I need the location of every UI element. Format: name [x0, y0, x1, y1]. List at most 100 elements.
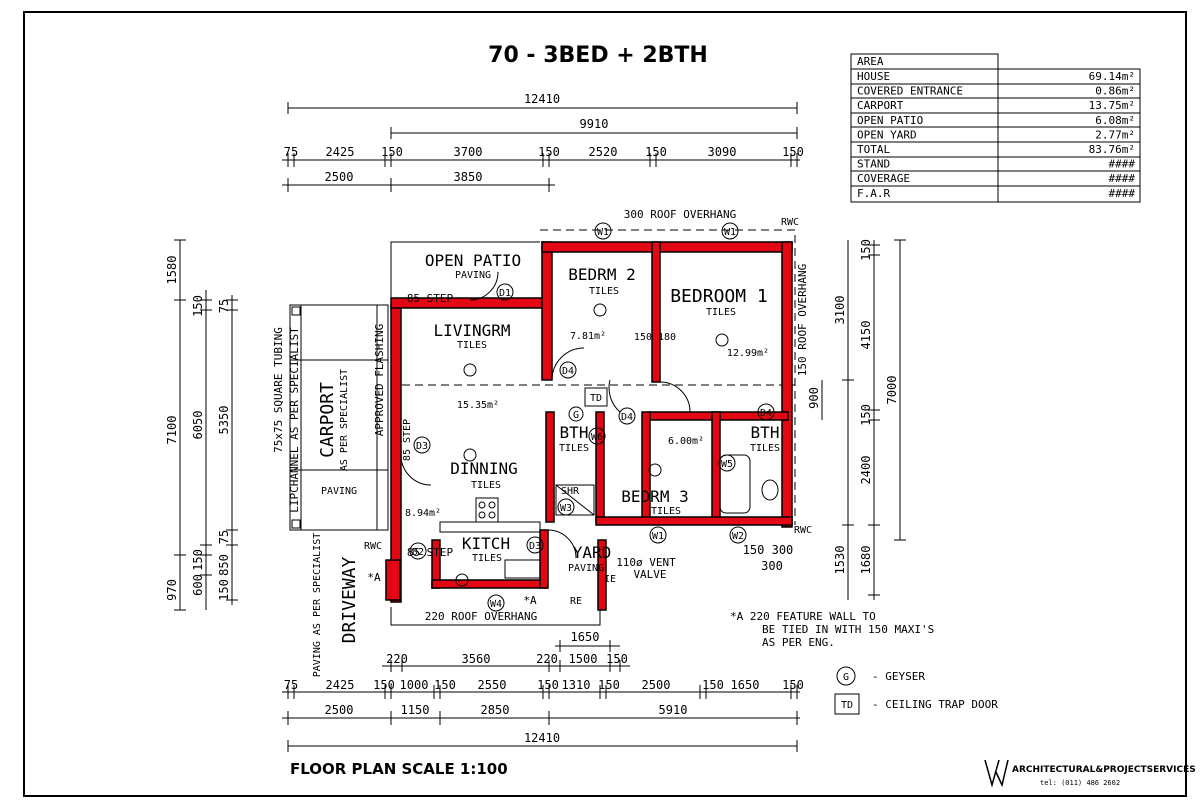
- dim-right-3100: 3100: [833, 296, 847, 325]
- light-point-icon: [455, 303, 729, 587]
- door-tag: D3: [416, 441, 428, 452]
- geyser-mark: G: [573, 410, 579, 421]
- dim-bottom-row-label: 75: [284, 678, 298, 692]
- room-yard: YARD: [573, 543, 612, 562]
- legend-trapdoor-symbol: TD: [841, 700, 853, 711]
- window-tag: W5: [721, 459, 733, 470]
- dim-left-600: 600: [191, 574, 205, 596]
- dim-left-970: 970: [165, 579, 179, 601]
- area-row-label: HOUSE: [857, 70, 890, 83]
- legend: G - GEYSER TD - CEILING TRAP DOOR: [834, 666, 998, 715]
- dim-right-7000: 7000: [885, 376, 899, 405]
- feature-mark-left: *A: [367, 571, 381, 584]
- dim-left-1580: 1580: [165, 256, 179, 285]
- right-dimensions: 7000 150 4150 150 2400 1680 3100 1530 90…: [743, 239, 906, 600]
- window-tag: W6: [591, 432, 603, 443]
- door-tag: D4: [760, 408, 772, 419]
- dim-top-2500: 2500: [325, 170, 354, 184]
- window-tag: W3: [560, 503, 572, 514]
- left-dimensions: 1580 7100 970 150 6050 150 600 75 5350 7…: [165, 239, 238, 611]
- feature-note-line2: BE TIED IN WITH 150 MAXI'S: [762, 623, 934, 636]
- dim-left-150a: 150: [191, 295, 205, 317]
- area-header: AREA: [857, 55, 884, 68]
- dim-bottom-row-label: 1650: [731, 678, 760, 692]
- room-driveway: DRIVEWAY: [339, 556, 360, 643]
- dim-left-6050: 6050: [191, 411, 205, 440]
- shower-label: SHR: [561, 486, 580, 497]
- trap-door-mark: TD: [590, 393, 602, 404]
- walls: [385, 241, 793, 611]
- dim-right-1530: 1530: [833, 546, 847, 575]
- area-row-label: F.A.R: [857, 187, 890, 200]
- room-bath1: BTH: [560, 423, 589, 442]
- vent-note: 110ø VENT: [616, 556, 676, 569]
- area-row-label: CARPORT: [857, 99, 904, 112]
- dim-bottom-150: 150: [606, 652, 628, 666]
- dim-bottom-1650: 1650: [571, 630, 600, 644]
- logo-brand: ARCHITECTURAL&PROJECTSERVICES: [1012, 765, 1196, 775]
- room-living: LIVINGRM: [433, 321, 510, 340]
- dim-left-150c: 150: [217, 579, 231, 601]
- re-label: RE: [570, 596, 582, 607]
- room-open-patio-finish: PAVING: [455, 270, 491, 281]
- tubing-note: 75x75 SQUARE TUBING: [272, 327, 285, 453]
- area-row-label: OPEN PATIO: [857, 114, 923, 127]
- trap-door-icon: [584, 387, 608, 407]
- dim-bottom-row-label: 150: [434, 678, 456, 692]
- dim-top-row-label: 150: [645, 145, 667, 159]
- company-logo: ARCHITECTURAL&PROJECTSERVICES tel: (011)…: [984, 759, 1196, 788]
- dim-left-75b: 75: [217, 530, 231, 544]
- door-tag: D4: [621, 412, 633, 423]
- door-tag: D4: [562, 366, 574, 377]
- dim-bottom-220a: 220: [386, 652, 408, 666]
- dim-bottom-1150: 1150: [401, 703, 430, 717]
- window-tag: W2: [732, 531, 744, 542]
- dim-bottom-2500: 2500: [325, 703, 354, 717]
- window-tag: W1: [724, 227, 736, 238]
- area-row-label: STAND: [857, 158, 890, 171]
- dim-top-overall: 12410: [524, 92, 560, 106]
- room-bedroom3-area: 6.00m²: [668, 436, 704, 447]
- dim-bottom-row-label: 2550: [478, 678, 507, 692]
- door-tag: D3: [529, 541, 541, 552]
- area-row-value: 69.14m²: [1089, 70, 1135, 83]
- area-row-value: 83.76m²: [1089, 143, 1135, 156]
- dim-left-150b: 150: [191, 549, 205, 571]
- roof-overhang-right: 150 ROOF OVERHANG: [796, 264, 809, 377]
- dim-top-second: 9910: [580, 117, 609, 131]
- roof-overhang-lines: [390, 229, 796, 626]
- dim-living-bed: 150 180: [634, 332, 676, 343]
- room-bedroom2-area: 7.81m²: [570, 331, 606, 342]
- area-row-value: 0.86m²: [1095, 85, 1135, 98]
- stove-icon: [475, 497, 499, 523]
- room-dinning: DINNING: [450, 459, 517, 478]
- room-bedroom1-area: 12.99m²: [727, 348, 769, 359]
- step-top: 85 STEP: [407, 292, 454, 305]
- area-row-label: COVERAGE: [857, 172, 910, 185]
- room-bedroom2-finish: TILES: [589, 286, 619, 297]
- carport-paving: PAVING: [321, 486, 357, 497]
- area-row-label: COVERED ENTRANCE: [857, 85, 963, 98]
- room-living-finish: TILES: [457, 340, 487, 351]
- logo-mark-icon: [984, 759, 1009, 788]
- dim-right-900: 900: [807, 387, 821, 409]
- room-bedroom2: BEDRM 2: [568, 265, 635, 284]
- door-tags: D1 D2 D3 D4 D4 D4 D3: [409, 283, 775, 560]
- lipchannel-note: LIPCHANNEL AS PER SPECIALIST: [288, 327, 301, 513]
- dim-bottom-2850: 2850: [481, 703, 510, 717]
- rwc-bottom: RWC: [794, 525, 812, 536]
- room-living-area: 15.35m²: [457, 400, 499, 411]
- area-row-value: 2.77m²: [1095, 128, 1135, 141]
- room-bedroom3: BEDRM 3: [621, 487, 688, 506]
- dim-bottom-row-label: 150: [537, 678, 559, 692]
- legend-geyser-text: - GEYSER: [872, 670, 925, 683]
- legend-geyser-symbol: G: [843, 672, 849, 683]
- bathtub-icon: [719, 454, 751, 514]
- room-dinning-finish: TILES: [471, 480, 501, 491]
- window-tags: W1 W1 W1 W2 W3 W4 W5 W6: [487, 222, 747, 612]
- room-bedroom1: BEDROOM 1: [670, 286, 768, 307]
- dim-bottom-row-label: 1000: [400, 678, 429, 692]
- vent-note-2: VALVE: [633, 568, 666, 581]
